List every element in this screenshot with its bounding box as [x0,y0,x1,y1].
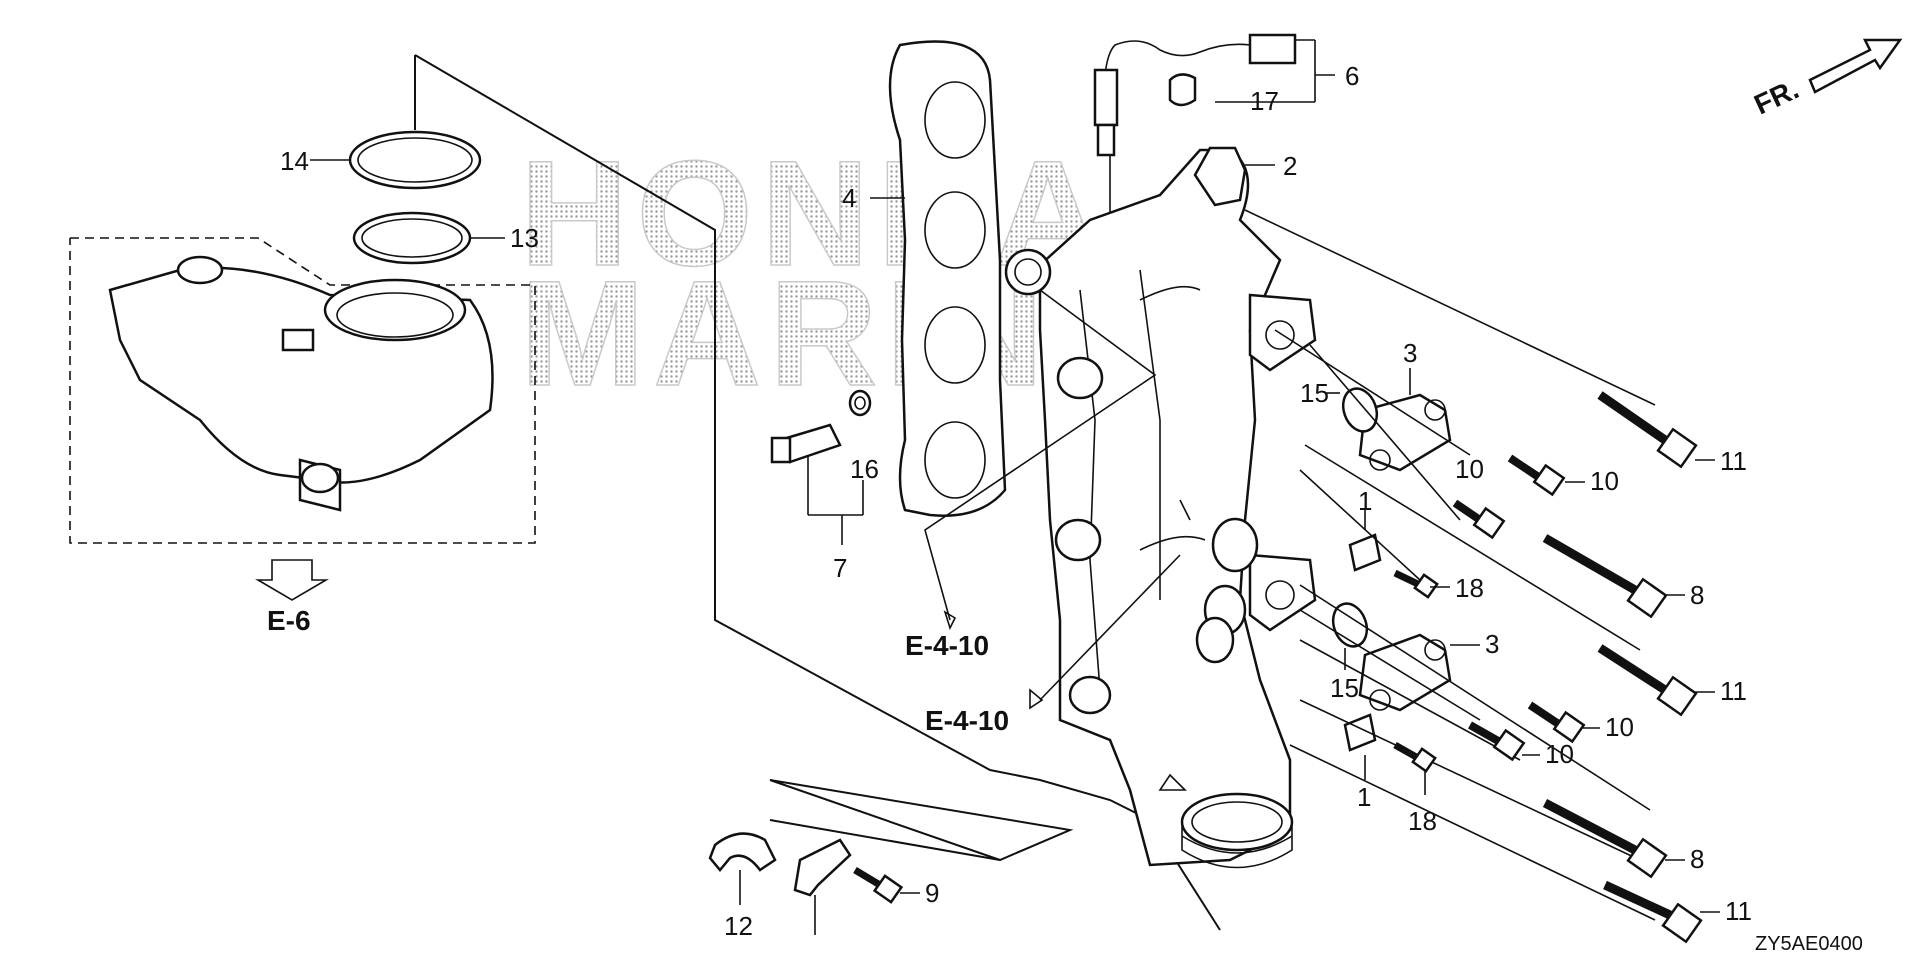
bolt-10-b [1452,499,1506,540]
callout-11-upper: 11 [1720,446,1747,476]
bolt-18-lower [1393,741,1437,795]
jacket-cover-upper [1358,368,1452,472]
callout-12: 12 [724,911,753,941]
bolt-18-upper [1393,569,1450,599]
callout-8-lower: 8 [1690,844,1704,874]
bolt-10-c [1527,701,1600,744]
oxygen-sensor [1093,33,1335,260]
dowel-lower [1343,713,1377,780]
bolt-10-d [1468,721,1540,762]
bolt-11-mid [1597,644,1715,717]
callout-7: 7 [833,553,847,583]
callout-10-c: 10 [1605,712,1634,742]
callout-labels: 14 13 4 6 17 2 3 15 10 10 11 16 7 1 18 8… [280,61,1752,941]
callout-17: 17 [1250,86,1279,116]
callout-2: 2 [1283,151,1297,181]
front-direction-indicator: FR. [1749,38,1903,120]
reference-e6-label: E-6 [267,605,311,636]
callout-11-mid: 11 [1720,676,1747,706]
callout-11-lower: 11 [1725,896,1752,926]
callout-10-d: 10 [1545,739,1574,769]
callout-1-lower: 1 [1357,782,1371,812]
callout-9: 9 [925,878,939,908]
o-ring-14 [310,130,482,190]
thermostat-cover-group [69,237,536,544]
exhaust-gasket [870,40,1007,517]
reference-e6: E-6 [255,559,329,636]
callout-4: 4 [842,183,856,213]
bolt-11-lower [1603,880,1720,944]
dowel-upper [1348,510,1382,572]
o-ring-15-upper [1325,387,1379,433]
reference-e410-a: E-4-10 [905,630,989,661]
bolt-8-lower [1542,799,1685,879]
jacket-cover-lower [1358,633,1480,712]
callout-6: 6 [1345,61,1359,91]
callout-3-lower: 3 [1485,629,1499,659]
hose-clip [708,832,777,905]
leader-lines [924,209,1656,921]
manifold-bracket [1193,146,1275,207]
callout-8-upper: 8 [1690,580,1704,610]
callout-18-upper: 18 [1455,573,1484,603]
callout-15-lower: 15 [1330,673,1359,703]
exhaust-manifold [1004,148,1317,869]
callout-1-upper: 1 [1358,486,1372,516]
front-direction-label: FR. [1749,73,1803,120]
callout-14: 14 [280,146,309,176]
stay-bracket [793,838,852,935]
callout-10-a: 10 [1455,454,1484,484]
diagram-code: ZY5AE0400 [1755,933,1863,955]
temperature-sensor [770,389,872,545]
callout-3-upper: 3 [1403,338,1417,368]
callout-18-lower: 18 [1408,806,1437,836]
callout-16: 16 [850,454,879,484]
o-ring-13 [352,211,505,265]
callout-15-upper: 15 [1300,378,1329,408]
bolt-11-upper [1597,391,1715,469]
bolt-8-upper [1542,534,1685,619]
bolt-9 [853,866,920,904]
bolt-10-a [1507,454,1585,497]
callout-10-b: 10 [1590,466,1619,496]
watermark-line-1: HONDA [520,129,1110,297]
reference-e410-b: E-4-10 [925,705,1009,736]
callout-13: 13 [510,223,539,253]
